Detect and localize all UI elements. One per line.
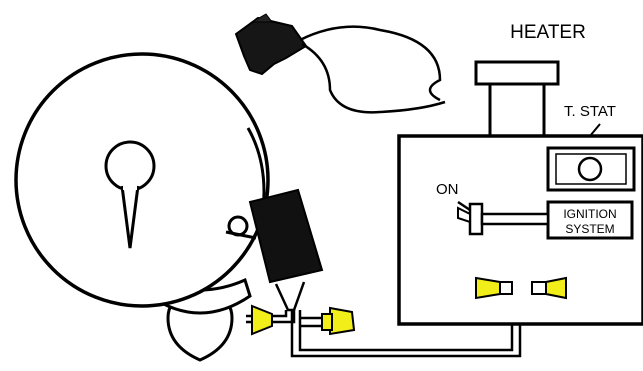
- wire-nut-icon: [321, 306, 356, 336]
- keyhole-icon: [104, 140, 156, 249]
- thermostat-label: T. STAT: [564, 103, 616, 120]
- thermostat-knob-icon: [577, 156, 603, 182]
- tank: [14, 52, 270, 362]
- heater: [397, 60, 643, 326]
- tank-bracket: [225, 215, 257, 240]
- ignition-label-line1: IGNITION: [563, 207, 616, 221]
- ignition-label-line2: SYSTEM: [565, 222, 614, 236]
- heater-flue: [488, 82, 546, 138]
- pressure-switch-icon: [234, 13, 446, 114]
- heater-label: HEATER: [510, 22, 586, 43]
- thermostat-leader: [589, 123, 601, 137]
- heater-flue-cap: [474, 60, 560, 86]
- wire-nut-icon: [531, 276, 567, 300]
- wire-nut-icon: [251, 304, 273, 336]
- thermostat: [546, 123, 636, 192]
- on-switch-icon: [457, 200, 550, 236]
- on-label: ON: [436, 181, 459, 198]
- tank-switch: [248, 188, 324, 312]
- wire-nut-icon: [475, 276, 513, 300]
